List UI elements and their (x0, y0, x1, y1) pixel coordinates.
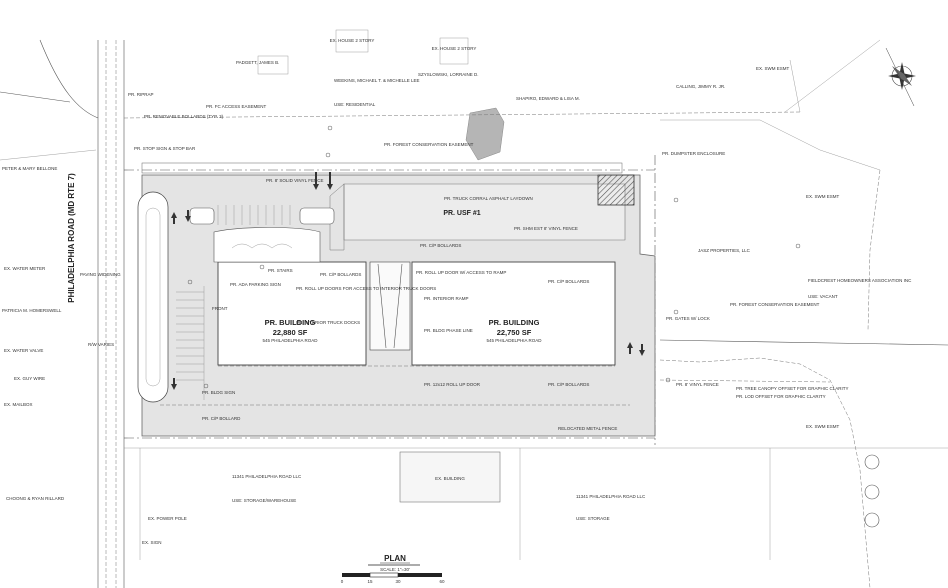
misc-swm-esmt-2: EX. SWM ESMT (806, 194, 840, 199)
label-ex-building: EX. BUILDING (435, 476, 465, 481)
misc-swm-esmt-3: EX. SWM ESMT (806, 424, 840, 429)
use-storage-warehouse: USE: STORAGE/WAREHOUSE (232, 498, 296, 503)
plan-scale: SCALE: 1"=30' (380, 567, 410, 572)
owner-calling: CALLING, JIMMY R. JR. (676, 84, 725, 89)
note-stop-bar: PR. STOP SIGN & STOP BAR (134, 146, 196, 151)
dumpster-enclosure (597, 174, 635, 206)
scale-tick-15: 15 (367, 579, 373, 584)
owner-chong: CHOONG & RYAN RILLARD (6, 496, 65, 501)
plan-title: PLAN (384, 554, 406, 563)
traffic-arrows (171, 172, 645, 390)
existing-building-footprint (465, 107, 505, 161)
interior-ramp (369, 261, 411, 351)
note-relocated-fence: RELOCATED METAL FENCE (558, 426, 617, 431)
note-ada-parking: PR. ADA PARKING SIGN (230, 282, 281, 287)
misc-swm-esmt-1: EX. SWM ESMT (756, 66, 790, 71)
misc-power-pole: EX. POWER POLE (148, 516, 187, 521)
note-fc-easement: PR. FOREST CONSERVATION EASEMENT (384, 142, 474, 147)
note-interior-docks: PR. INTERIOR TRUCK DOCKS (296, 320, 360, 325)
owner-szyslowski: SZYSLOWSKI, LORRAINE D. (418, 72, 479, 77)
label-ex-house-2: EX. HOUSE 2 STORY (432, 46, 477, 51)
note-fc-access: PR. FC ACCESS EASEMENT (206, 104, 267, 109)
note-tree-canopy: PR. TREE CANOPY OFFSET FOR GRAPHIC CLARI… (736, 386, 849, 391)
building-right (411, 261, 616, 366)
note-bldg-sign: PR. BLDG SIGN (202, 390, 235, 395)
note-cp-bollards-4: PR. C/P BOLLARDS (548, 382, 589, 387)
note-roll-up-interior: PR. ROLL UP DOORS FOR ACCESS TO INTERIOR… (296, 286, 436, 291)
misc-water-meter: EX. WATER METER (4, 266, 46, 271)
parking-stalls-left (176, 286, 205, 400)
usf-truck-corral (343, 183, 626, 241)
owner-lot-south-1: 11341 PHILADELPHIA ROAD LLC (232, 474, 302, 479)
parking-stalls-top (217, 205, 291, 225)
note-roll-up-ramp: PR. ROLL UP DOOR W/ ACCESS TO RAMP (416, 270, 506, 275)
use-vacant: USE: VACANT (808, 294, 838, 299)
note-cp-bollards-2: PR. C/P BOLLARDS (548, 279, 589, 284)
usf-title: PR. USF #1 (443, 210, 480, 217)
note-interior-ramp: PR. INTERIOR RAMP (424, 296, 469, 301)
scale-bar (342, 564, 442, 578)
ex-garage (257, 55, 289, 75)
misc-guy-wire: EX. GUY WIRE (14, 376, 45, 381)
misc-mailbox: EX. MAILBOX (4, 402, 33, 407)
building-right-title: PR. BUILDING (489, 318, 540, 327)
scale-tick-30: 30 (395, 579, 401, 584)
building-left (217, 261, 367, 366)
note-cp-bollards-3: PR. C/P BOLLARDS (420, 243, 461, 248)
label-ex-house-1: EX. HOUSE 2 STORY (330, 38, 375, 43)
note-shm-fence: PR. SHM EST 8' VINYL FENCE (514, 226, 578, 231)
ex-house-1 (335, 29, 369, 53)
note-lod-offset: PR. LOD OFFSET FOR GRAPHIC CLARITY (736, 394, 826, 399)
note-cp-bollard: PR. C/P BOLLARD (202, 416, 241, 421)
note-riprap: PR. RIPRAP (128, 92, 154, 97)
note-vinyl-fence-top: PR. 8' SOLID VINYL FENCE (266, 178, 323, 183)
owner-lot-south-2: 11341 PHILADELPHIA ROAD LLC (576, 494, 646, 499)
misc-sign: EX. SIGN (142, 540, 162, 545)
owner-padgett: PADGETT, JAMES B. (236, 60, 279, 65)
note-vinyl-fence-right: PR. 8' VINYL FENCE (676, 382, 719, 387)
misc-paving-widening: PAVING WIDENING (80, 272, 121, 277)
note-bldg-phase: PR. BLDG PHASE LINE (424, 328, 473, 333)
building-left-area: 22,880 SF (273, 328, 308, 337)
building-left-address: 545 PHILADELPHIA ROAD (262, 338, 318, 343)
note-truck-corral: PR. TRUCK CORRAL ASPHALT LAYDOWN (444, 196, 533, 201)
road-name: PHILADELPHIA ROAD (MD RTE 7) (67, 173, 76, 303)
note-cp-bollards-1: PR. C/P BOLLARDS (320, 272, 361, 277)
note-roll-up-12x12: PR. 12x12 ROLL UP DOOR (424, 382, 481, 387)
note-dumpster: PR. DUMPSTER ENCLOSURE (662, 151, 725, 156)
note-stairs: PR. STAIRS (268, 268, 293, 273)
owner-homerswell: PATRICIA M. HOMERSWELL (2, 308, 62, 313)
building-left-title: PR. BUILDING (265, 318, 316, 327)
ex-building-south (399, 451, 501, 503)
owner-jasz: JASZ PROPERTIES, LLC (698, 248, 751, 253)
north-arrow (885, 47, 916, 107)
owner-weekins: WEEKINS, MICHAEL T. & MICHELLE LEE (334, 78, 420, 83)
owner-bellone: PETER & MARY BELLONE (2, 166, 57, 171)
note-front: FRONT (212, 306, 228, 311)
site-points (187, 125, 801, 389)
tree-canopy-line (659, 357, 871, 588)
misc-water-valve: EX. WATER VALVE (4, 348, 43, 353)
scale-tick-0: 0 (341, 579, 344, 584)
entrance-median (137, 191, 169, 403)
ex-house-2 (439, 37, 469, 65)
note-gates: PR. GATES W/ LOCK (666, 316, 710, 321)
misc-rw-varies: R/W VARIES (88, 342, 114, 347)
owner-fieldcrest: FIELDCREST HOMEOWNERS ASSOCIATION INC (808, 278, 912, 283)
building-right-address: 545 PHILADELPHIA ROAD (486, 338, 542, 343)
building-right-area: 22,750 SF (497, 328, 532, 337)
scale-tick-60: 60 (439, 579, 445, 584)
note-fc-easement-right: PR. FOREST CONSERVATION EASEMENT (730, 302, 820, 307)
owner-shapiro: SHAPIRO, EDWARD & LISA M. (516, 96, 580, 101)
use-storage: USE: STORAGE (576, 516, 610, 521)
conservation-easement-strip (141, 162, 623, 174)
use-residential: USE: RESIDENTIAL (334, 102, 376, 107)
note-removable-bollards: PR. REMOVABLE BOLLARDS (TYP. 3) (144, 114, 224, 119)
